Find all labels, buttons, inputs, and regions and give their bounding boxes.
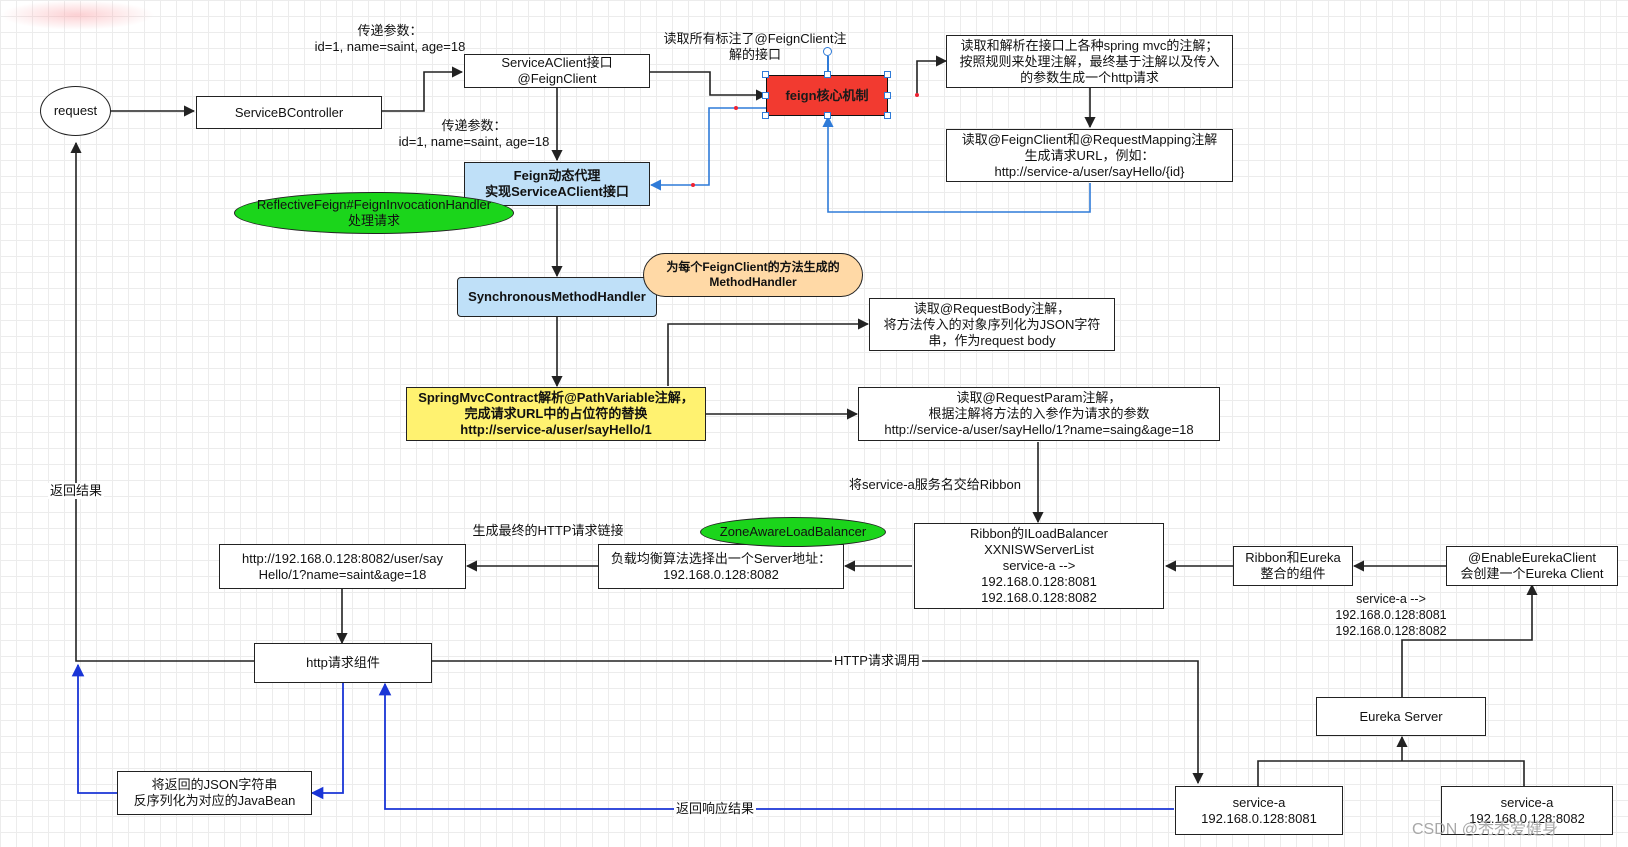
service-b-controller-node: ServiceBController bbox=[196, 96, 382, 129]
pass-params-label-1: 传递参数： id=1, name=saint, age=18 bbox=[314, 23, 466, 54]
edge-servicea1-to-http bbox=[378, 682, 1174, 810]
ribbon-loadbalancer-node: Ribbon的ILoadBalancer XXNISWServerList se… bbox=[914, 523, 1164, 609]
edge-feign-to-proxy bbox=[649, 107, 766, 191]
csdn-watermark: CSDN @秃秃爱健身 bbox=[1411, 821, 1558, 838]
edge-eurekaserver-to-enableeureka bbox=[1401, 583, 1538, 697]
service-a-client-node: ServiceAClient接口 @FeignClient bbox=[464, 54, 650, 88]
selection-handle bbox=[762, 112, 769, 119]
read-all-feignclient-label: 读取所有标注了@FeignClient注 解的接口 bbox=[663, 31, 847, 62]
selection-handle bbox=[884, 112, 891, 119]
blurred-logo bbox=[0, 0, 155, 30]
registry-list-label: service-a --> 192.168.0.128:8081 192.168… bbox=[1335, 592, 1447, 638]
red-waypoint-dot bbox=[915, 93, 919, 97]
service-a-8081-node: service-a 192.168.0.128:8081 bbox=[1175, 786, 1343, 835]
to-ribbon-label: 将service-a服务名交给Ribbon bbox=[849, 477, 1021, 492]
feign-core-node: feign核心机制 bbox=[766, 75, 888, 116]
enable-eureka-client-node: @EnableEurekaClient 会创建一个Eureka Client bbox=[1446, 546, 1618, 586]
synchronous-method-handler-node: SynchronousMethodHandler bbox=[457, 277, 657, 317]
red-waypoint-dot bbox=[734, 106, 738, 110]
edge-http-to-request bbox=[70, 141, 254, 662]
zone-aware-lb-node: ZoneAwareLoadBalancer bbox=[700, 517, 886, 547]
edge-read-to-feign bbox=[822, 115, 1091, 213]
edge-feign-to-parse bbox=[916, 55, 948, 95]
edge-http-to-servicea1 bbox=[432, 660, 1204, 785]
edge-http-to-deserialize bbox=[310, 681, 344, 800]
eureka-server-node: Eureka Server bbox=[1316, 697, 1486, 736]
rotate-handle-stem bbox=[827, 56, 829, 71]
final-url-node: http://192.168.0.128:8082/user/say Hello… bbox=[219, 544, 466, 589]
red-waypoint-dot bbox=[691, 183, 695, 187]
edge-services-to-eurekaserver bbox=[1257, 737, 1525, 786]
edge-deserialize-to-request bbox=[71, 663, 117, 794]
edge-controller-to-serviceaclient bbox=[382, 66, 464, 112]
ribbon-eureka-node: Ribbon和Eureka 整合的组件 bbox=[1233, 546, 1353, 586]
method-handler-cloud: 为每个FeignClient的方法生成的 MethodHandler bbox=[643, 253, 863, 297]
request-node: request bbox=[40, 86, 111, 136]
edge-serviceaclient-to-feign bbox=[648, 71, 768, 101]
selection-handle bbox=[762, 92, 769, 99]
lb-choose-server-node: 负载均衡算法选择出一个Server地址： 192.168.0.128:8082 bbox=[598, 544, 844, 589]
return-result-label: 返回结果 bbox=[48, 483, 105, 499]
selection-handle bbox=[762, 71, 769, 78]
edge-contract-to-requestbody bbox=[667, 318, 870, 386]
return-response-label: 返回响应结果 bbox=[674, 801, 757, 817]
parse-annotations-node: 读取和解析在接口上各种spring mvc的注解； 按照规则来处理注解，最终基于… bbox=[946, 35, 1233, 88]
feign-proxy-node: Feign动态代理 实现ServiceAClient接口 bbox=[464, 162, 650, 206]
request-param-node: 读取@RequestParam注解， 根据注解将方法的入参作为请求的参数 htt… bbox=[858, 387, 1220, 441]
pass-params-label-2: 传递参数： id=1, name=saint, age=18 bbox=[398, 118, 550, 149]
rotate-handle bbox=[823, 47, 832, 56]
reflective-feign-node: ReflectiveFeign#FeignInvocationHandler 处… bbox=[234, 192, 514, 234]
request-body-node: 读取@RequestBody注解， 将方法传入的对象序列化为JSON字符 串，作… bbox=[869, 298, 1115, 351]
spring-mvc-contract-node: SpringMvcContract解析@PathVariable注解， 完成请求… bbox=[406, 387, 706, 441]
selection-handle bbox=[884, 92, 891, 99]
http-call-label: HTTP请求调用 bbox=[832, 653, 922, 669]
http-component-node: http请求组件 bbox=[254, 643, 432, 683]
final-link-label: 生成最终的HTTP请求链接 bbox=[472, 523, 624, 538]
selection-handle bbox=[824, 112, 831, 119]
service-a-8082-node: service-a 192.168.0.128:8082 bbox=[1441, 786, 1613, 835]
read-feignclient-node: 读取@FeignClient和@RequestMapping注解 生成请求URL… bbox=[946, 129, 1233, 182]
deserialize-node: 将返回的JSON字符串 反序列化为对应的JavaBean bbox=[117, 771, 312, 815]
selection-handle bbox=[884, 71, 891, 78]
selection-handle bbox=[824, 71, 831, 78]
